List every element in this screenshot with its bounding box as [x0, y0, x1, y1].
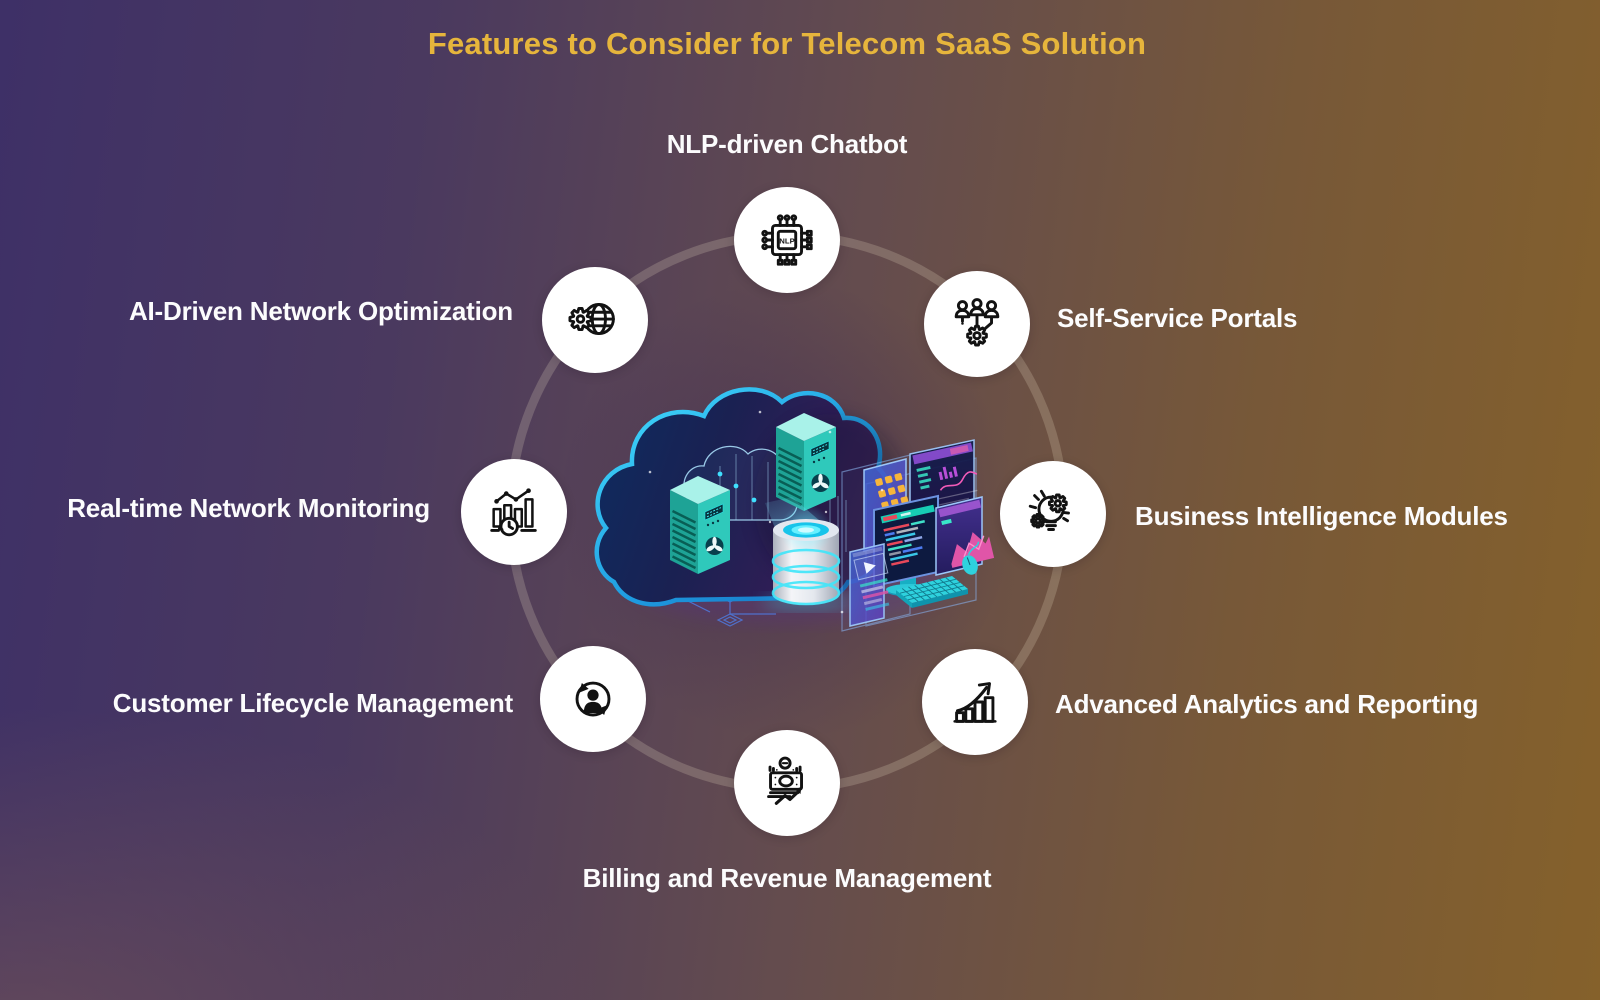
database-stack	[762, 504, 850, 611]
users-gear-icon	[954, 298, 1000, 347]
nlp-icon-text: NLP	[779, 236, 795, 245]
lightbulb-gears-icon	[1028, 489, 1070, 531]
cloud-computing-illustration	[594, 387, 995, 632]
feature-icon-circle-billing	[734, 730, 840, 836]
feature-label-business-intelligence: Business Intelligence Modules	[1135, 501, 1508, 531]
page-title: Features to Consider for Telecom SaaS So…	[427, 26, 1147, 61]
bars-trendline-clock-icon	[490, 488, 537, 537]
feature-icon-circle-self-service	[924, 271, 1030, 377]
feature-icon-circle-realtime-monitoring	[461, 459, 567, 565]
banknote-coin-arrow-icon	[767, 756, 803, 805]
keyboard	[896, 576, 968, 608]
feature-icon-circle-analytics	[922, 649, 1028, 755]
feature-label-ai-optimization: AI-Driven Network Optimization	[128, 296, 513, 326]
mouse	[962, 541, 980, 575]
server-tower-left	[668, 474, 732, 576]
feature-label-advanced-analytics: Advanced Analytics and Reporting	[1055, 689, 1479, 719]
sparkle-dots	[648, 410, 884, 614]
globe-gear-icon	[568, 303, 615, 336]
feature-label-customer-lifecycle: Customer Lifecycle Management	[112, 688, 513, 718]
feature-label-self-service-portals: Self-Service Portals	[1057, 303, 1298, 333]
growth-bars-arrow-icon	[953, 682, 997, 723]
server-tower-right	[774, 411, 838, 513]
feature-label-realtime-monitoring: Real-time Network Monitoring	[67, 493, 430, 523]
feature-label-nlp-chatbot: NLP-driven Chatbot	[666, 129, 908, 159]
monitor	[873, 494, 939, 597]
feature-label-billing-revenue: Billing and Revenue Management	[582, 863, 992, 893]
nlp-chip-icon: NLP	[761, 214, 813, 266]
feature-icon-circle-ai-optimization	[542, 267, 648, 373]
dashboard-screen-mountains	[935, 496, 995, 576]
feature-icon-circle-business-intelligence	[1000, 461, 1106, 567]
dashboard-screen-video	[849, 543, 890, 627]
feature-icon-circle-nlp: NLP	[734, 187, 840, 293]
feature-icon-circle-lifecycle	[540, 646, 646, 752]
user-cycle-arrows-icon	[575, 681, 611, 717]
